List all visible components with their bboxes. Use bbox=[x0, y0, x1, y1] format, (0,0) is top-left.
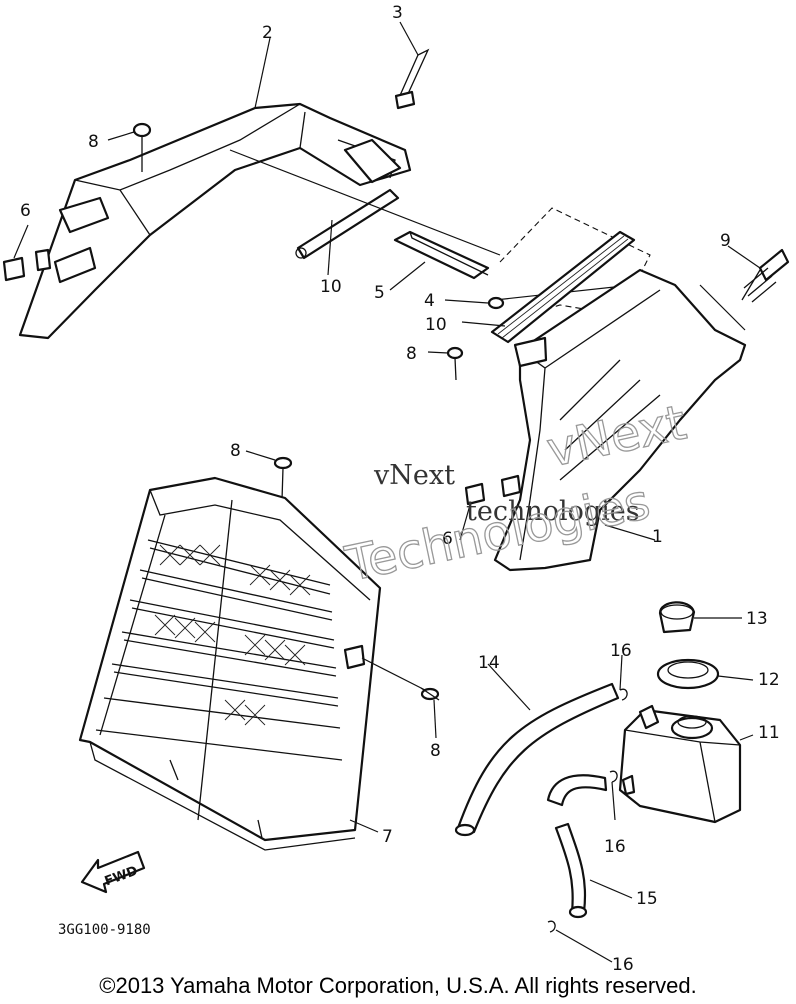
callout-14: 14 bbox=[478, 653, 500, 673]
callout-16: 16 bbox=[610, 641, 632, 661]
callout-16: 16 bbox=[612, 955, 634, 975]
part-4-plug bbox=[487, 296, 505, 310]
fwd-arrow-icon: FWD bbox=[80, 850, 146, 894]
part-10-strip-a bbox=[295, 188, 400, 260]
watermark-serif-line2: technologies bbox=[466, 496, 640, 527]
callout-2: 2 bbox=[262, 23, 273, 43]
part-11-reservoir-tank bbox=[618, 704, 742, 824]
callout-12: 12 bbox=[758, 670, 780, 690]
copyright-notice: ©2013 Yamaha Motor Corporation, U.S.A. A… bbox=[99, 973, 697, 998]
callout-16: 16 bbox=[604, 837, 626, 857]
callout-8: 8 bbox=[88, 132, 99, 152]
callout-1: 1 bbox=[652, 527, 663, 547]
part-8-grommet-d bbox=[361, 657, 440, 701]
watermark-serif-line1: vNext bbox=[373, 460, 455, 491]
watermark-outline-line2: Technologies bbox=[340, 474, 654, 593]
part-16-clamps bbox=[547, 688, 628, 933]
part-7-radiator-grille bbox=[78, 476, 382, 851]
part-10-strip-b bbox=[490, 230, 636, 344]
part-8-grommet-a bbox=[132, 122, 152, 172]
callout-8: 8 bbox=[430, 741, 441, 761]
callout-10: 10 bbox=[425, 315, 447, 335]
part-3-rivet bbox=[394, 48, 430, 110]
part-9-bolt bbox=[741, 248, 790, 303]
callout-6: 6 bbox=[20, 201, 31, 221]
part-5-bar bbox=[393, 230, 490, 280]
callout-7: 7 bbox=[382, 827, 393, 847]
part-8-grommet-c bbox=[273, 456, 293, 501]
part-15-hose bbox=[546, 774, 608, 919]
part-1-side-cover bbox=[493, 268, 747, 572]
part-6-clip-a bbox=[2, 248, 52, 282]
callout-15: 15 bbox=[636, 889, 658, 909]
part-8-grommet-b bbox=[446, 346, 464, 381]
callout-5: 5 bbox=[374, 283, 385, 303]
part-2-cover bbox=[18, 102, 412, 340]
leader-lines bbox=[13, 21, 761, 963]
diagram-code: 3GG100-9180 bbox=[58, 922, 151, 938]
callout-8: 8 bbox=[406, 344, 417, 364]
callout-4: 4 bbox=[424, 291, 435, 311]
callout-10: 10 bbox=[320, 277, 342, 297]
callout-11: 11 bbox=[758, 723, 780, 743]
callout-8: 8 bbox=[230, 441, 241, 461]
callout-6: 6 bbox=[442, 529, 453, 549]
part-12-cap-ring bbox=[656, 658, 720, 690]
part-13-cap bbox=[658, 601, 696, 634]
callout-3: 3 bbox=[392, 3, 403, 23]
callout-numbers: 1 2 3 4 5 6 6 7 8 8 8 8 9 10 10 11 12 13… bbox=[20, 3, 780, 975]
part-14-hose bbox=[454, 682, 620, 837]
part-6-clip-b bbox=[464, 474, 522, 506]
callout-13: 13 bbox=[746, 609, 768, 629]
callout-9: 9 bbox=[720, 231, 731, 251]
